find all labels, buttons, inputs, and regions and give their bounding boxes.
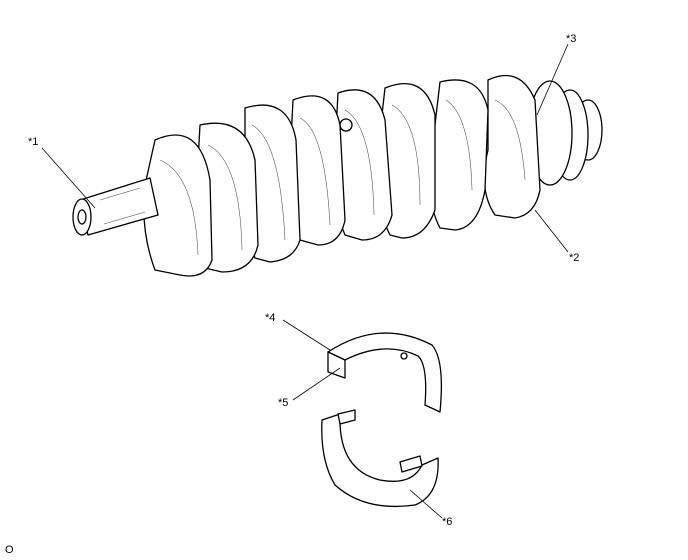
callout-2: *2: [569, 252, 580, 264]
crankshaft: [72, 74, 603, 277]
callout-3: *3: [566, 33, 577, 45]
figure-code: O: [5, 544, 14, 556]
lower-bearing-half: [321, 409, 439, 508]
callout-1: *1: [28, 136, 39, 148]
callout-4: *4: [265, 312, 276, 324]
callout-6: *6: [442, 516, 453, 528]
leader-lines: [41, 43, 569, 519]
callout-5: *5: [278, 397, 289, 409]
upper-bearing-half: [327, 332, 442, 413]
